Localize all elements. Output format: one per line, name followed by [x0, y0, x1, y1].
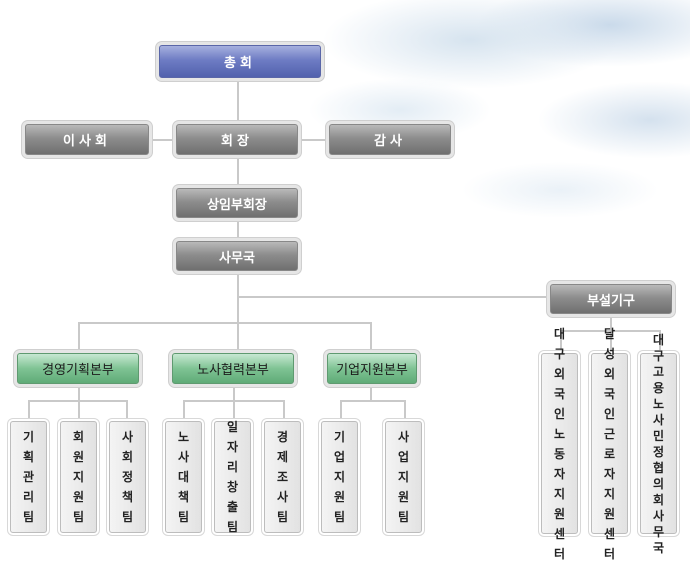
connector-team-5 [233, 400, 235, 420]
connector-team-6 [283, 400, 285, 420]
division-label-3: 기업지원본부 [336, 363, 408, 378]
connector-div3-trunk [370, 384, 372, 402]
team-box-1: 기획관리팀 [10, 421, 47, 533]
team-label-4: 노사대책팀 [177, 430, 190, 524]
center-box-3: 대구고용노사민정협의회사무국 [640, 333, 677, 555]
division-box-3: 기업지원본부 [327, 353, 417, 384]
team-box-8: 사업지원팀 [385, 421, 422, 533]
team-label-2: 회원지원팀 [72, 430, 85, 524]
chairman-box: 회장 [176, 124, 298, 155]
team-label-3: 사회정책팀 [121, 430, 134, 524]
connector-div2-trunk [233, 384, 235, 402]
auditor-label: 감사 [374, 134, 406, 149]
connector-team-4 [183, 400, 185, 420]
center-label-1: 대구외국인노동자지원센터 [553, 326, 566, 561]
connector-main-horizontal [237, 296, 612, 298]
connector-div1-trunk [78, 384, 80, 402]
center-label-3: 대구고용노사민정협의회사무국 [652, 332, 665, 555]
secretariat-box: 사무국 [176, 241, 298, 271]
connector-div1 [78, 322, 80, 352]
connector-team-1 [28, 400, 30, 420]
connector-div3 [370, 322, 372, 352]
vice-chairman-box: 상임부회장 [176, 188, 298, 218]
division-box-2: 노사협력본부 [172, 353, 294, 384]
connector-div3-teams [340, 400, 406, 402]
team-box-2: 회원지원팀 [60, 421, 97, 533]
connector-center-2 [610, 330, 612, 352]
general-assembly-label: 총회 [224, 56, 256, 71]
affiliated-label: 부설기구 [587, 293, 635, 309]
center-box-2: 달성외국인근로자지원센터 [591, 327, 628, 561]
team-label-1: 기획관리팀 [22, 430, 35, 524]
team-box-4: 노사대책팀 [165, 421, 202, 533]
connector-team-3 [126, 400, 128, 420]
division-label-1: 경영기획본부 [42, 363, 114, 378]
team-box-5: 일자리창출팀 [214, 420, 251, 534]
connector-center-3 [659, 330, 661, 352]
team-label-8: 사업지원팀 [397, 430, 410, 524]
team-box-6: 경제조사팀 [264, 421, 301, 533]
secretariat-label: 사무국 [219, 250, 255, 266]
center-label-2: 달성외국인근로자지원센터 [603, 326, 616, 561]
affiliated-box: 부설기구 [550, 284, 672, 314]
chairman-label: 회장 [221, 134, 253, 149]
connector-divisions-horizontal [78, 322, 372, 324]
connector-divisions-drop [237, 298, 239, 324]
board-label: 이사회 [63, 134, 111, 149]
connector-affiliated-trunk [610, 314, 612, 332]
connector-team-8 [404, 400, 406, 420]
general-assembly-box: 총회 [159, 45, 321, 78]
team-label-6: 경제조사팀 [276, 430, 289, 524]
connector-center-1 [560, 330, 562, 352]
connector-team-2 [78, 400, 80, 420]
division-label-2: 노사협력본부 [197, 363, 269, 378]
vice-chairman-label: 상임부회장 [207, 197, 267, 213]
team-box-3: 사회정책팀 [109, 421, 146, 533]
connector-div2-down [237, 322, 239, 352]
team-box-7: 기업지원팀 [321, 421, 358, 533]
auditor-box: 감사 [329, 124, 451, 155]
division-box-1: 경영기획본부 [17, 353, 139, 384]
connector-team-7 [340, 400, 342, 420]
center-box-1: 대구외국인노동자지원센터 [541, 327, 578, 561]
team-label-7: 기업지원팀 [333, 430, 346, 524]
team-label-5: 일자리창출팀 [226, 420, 239, 534]
board-box: 이사회 [25, 124, 149, 155]
